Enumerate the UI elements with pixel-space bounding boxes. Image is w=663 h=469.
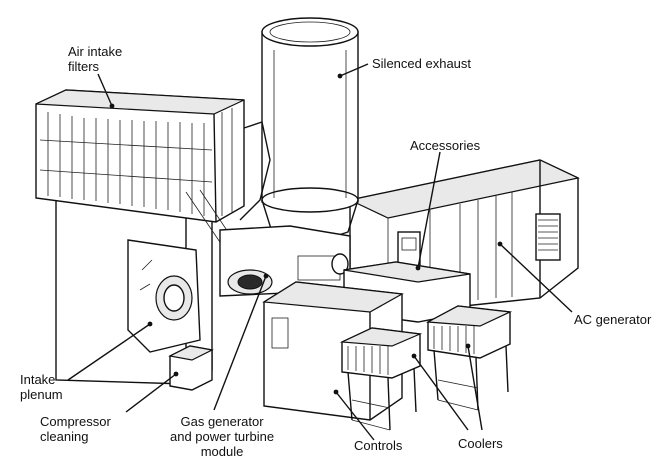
label-intake-plenum: Intake plenum <box>20 372 63 402</box>
controls-cabinet <box>262 281 404 421</box>
label-coolers: Coolers <box>458 436 503 451</box>
filter-house <box>35 89 271 255</box>
gas-generator-module <box>219 225 351 297</box>
compressor-cleaning-box <box>168 345 214 391</box>
cooler-right <box>425 305 513 411</box>
label-compressor-cleaning: Compressor cleaning <box>40 414 111 444</box>
label-controls: Controls <box>354 438 403 453</box>
exhaust-stack <box>261 17 359 240</box>
leader-lines <box>67 63 573 441</box>
label-gas-generator-module: Gas generator and power turbine module <box>170 414 275 459</box>
label-ac-generator: AC generator <box>574 312 652 327</box>
cooler-left <box>339 327 423 431</box>
label-air-intake-filters: Air intake filters <box>68 44 123 74</box>
label-accessories: Accessories <box>410 138 481 153</box>
label-silenced-exhaust: Silenced exhaust <box>372 56 472 71</box>
